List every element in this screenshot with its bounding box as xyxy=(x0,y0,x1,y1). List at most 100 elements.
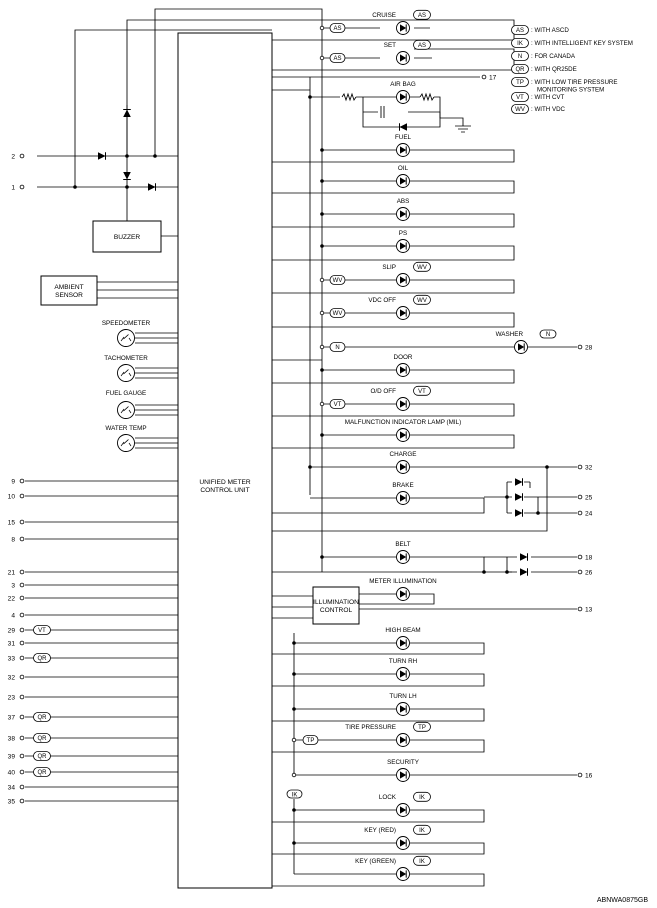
lamp-1-icon xyxy=(396,51,410,65)
lamp-1-label: SET xyxy=(384,42,396,49)
left-terminal-33: 33 QR xyxy=(8,653,51,663)
right-terminal-26: 26 xyxy=(577,569,593,576)
lamp-3: FUEL xyxy=(395,134,412,157)
terminal-number: 26 xyxy=(585,569,593,576)
lamp-24-code: IK xyxy=(419,859,425,865)
terminal-number: 40 xyxy=(8,769,16,776)
left-terminal-code: QR xyxy=(38,770,48,776)
gauge-label-fuel: FUEL GAUGE xyxy=(106,390,146,397)
terminal-number: 25 xyxy=(585,494,593,501)
left-terminal-31: 31 xyxy=(8,640,25,647)
lamp-12-icon xyxy=(396,428,410,442)
terminal-number: 35 xyxy=(8,798,16,805)
left-terminal-code-outline xyxy=(33,733,51,743)
terminal-connector xyxy=(19,595,25,601)
terminal-connector xyxy=(19,694,25,700)
terminal-connector xyxy=(577,344,583,350)
legend-entry-ik: IK: WITH INTELLIGENT KEY SYSTEM xyxy=(511,38,633,48)
legend-entry-wv: WV: WITH VDC xyxy=(511,104,566,114)
lamp-7-code-outline xyxy=(413,261,431,272)
lamp-17-label: HIGH BEAM xyxy=(385,627,420,634)
legend-entry-as: AS: WITH ASCD xyxy=(511,25,569,35)
left-terminal-22: 22 xyxy=(8,595,25,602)
left-terminal-code-outline xyxy=(33,751,51,761)
legend-text-2: MONITORING SYSTEM xyxy=(537,87,604,94)
lamp-7-label: SLIP xyxy=(382,264,396,271)
lamp-7: SLIP WV xyxy=(382,261,431,287)
terminal-connector xyxy=(19,536,25,542)
lamp-4-label: OIL xyxy=(398,165,409,172)
legend-text: : WITH INTELLIGENT KEY SYSTEM xyxy=(531,40,633,47)
wire-crossing-open-circles xyxy=(291,25,325,778)
lamp-6-label: PS xyxy=(399,230,407,237)
lamp-10-icon xyxy=(396,363,410,377)
lamp-16-label: METER ILLUMINATION xyxy=(369,578,437,585)
terminal-connector xyxy=(19,478,25,484)
lamp-13-icon xyxy=(396,460,410,474)
left-terminal-code: VT xyxy=(38,628,46,634)
lamp-20-code-outline xyxy=(413,721,431,732)
lamp-10-label: DOOR xyxy=(394,354,413,361)
lamp-7-code: WV xyxy=(417,265,427,271)
right-terminal-28: 28 xyxy=(577,344,593,351)
terminal-number: 21 xyxy=(8,569,16,576)
lamp-8-label: VDC OFF xyxy=(368,297,396,304)
lamp-4: OIL xyxy=(396,165,410,188)
terminal-number: 28 xyxy=(585,344,593,351)
lamp-4-icon xyxy=(396,174,410,188)
lamp-13: CHARGE xyxy=(390,451,417,474)
terminal-connector xyxy=(577,510,583,516)
terminal-number: 23 xyxy=(8,694,16,701)
illumination-control-label-2: CONTROL xyxy=(320,607,353,614)
right-terminal-16: 16 xyxy=(577,772,593,779)
terminal-connector xyxy=(19,627,25,633)
lamp-21-icon xyxy=(396,768,410,782)
gauge-label-speedometer: SPEEDOMETER xyxy=(102,320,151,327)
terminal-connector xyxy=(19,674,25,680)
buzzer-box xyxy=(92,220,162,253)
buzzer-label: BUZZER xyxy=(114,234,141,241)
left-terminal-4: 4 xyxy=(11,612,25,619)
left-terminal-code: QR xyxy=(38,656,48,662)
lamp-3-label: FUEL xyxy=(395,134,412,141)
wire-code-20-outline xyxy=(302,735,319,745)
lamp-13-label: CHARGE xyxy=(390,451,417,458)
terminal-connector xyxy=(19,655,25,661)
terminal-number: 33 xyxy=(8,655,16,662)
terminal-number: 16 xyxy=(585,772,593,779)
left-terminal-10: 10 xyxy=(8,493,25,500)
terminal-number: 1 xyxy=(11,184,15,191)
terminal-connector xyxy=(19,612,25,618)
lamp-11-code-outline xyxy=(413,385,431,396)
lamp-16: METER ILLUMINATION xyxy=(369,578,437,601)
lamp-14: BRAKE xyxy=(392,482,414,505)
terminal-number: 29 xyxy=(8,627,16,634)
lamp-0-code-outline xyxy=(413,9,431,20)
terminal-connector xyxy=(19,519,25,525)
legend-text: : WITH LOW TIRE PRESSURE xyxy=(531,79,618,86)
illumination-control-box xyxy=(312,586,360,625)
lamp-1-code: AS xyxy=(418,43,426,49)
legend-entry-vt: VT: WITH CVT xyxy=(511,92,565,102)
terminal-number: 31 xyxy=(8,640,16,647)
right-terminal-17: 17 xyxy=(481,74,497,81)
terminal-connector xyxy=(19,769,25,775)
lamp-21: SECURITY xyxy=(387,759,420,782)
terminal-connector xyxy=(577,554,583,560)
terminal-number: 32 xyxy=(585,464,593,471)
ambient-sensor-label-1: AMBIENT xyxy=(54,284,83,291)
lamp-20-icon xyxy=(396,733,410,747)
lamp-6-icon xyxy=(396,239,410,253)
left-terminal-code: QR xyxy=(38,754,48,760)
gauges: SPEEDOMETER TACHOMETER FUEL GAUGE WATER … xyxy=(102,320,151,452)
ik-bus-tag: IK xyxy=(286,789,303,799)
lamp-18-label: TURN RH xyxy=(389,658,418,665)
legend-text: : WITH QR25DE xyxy=(531,66,577,73)
terminal-connector xyxy=(577,772,583,778)
lamp-12: MALFUNCTION INDICATOR LAMP (MIL) xyxy=(345,419,461,442)
legend-entry-qr: QR: WITH QR25DE xyxy=(511,64,577,74)
